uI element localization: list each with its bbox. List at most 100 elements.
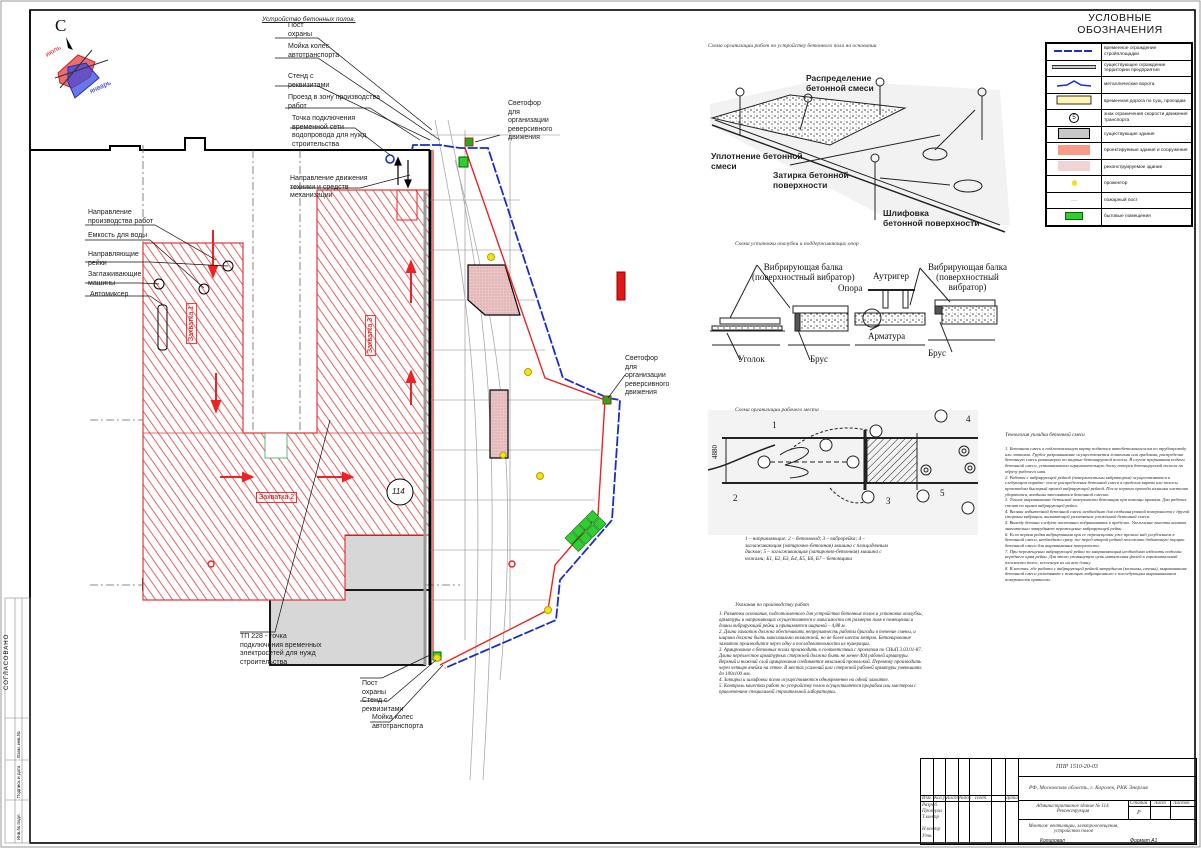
callout-work-zone-passage: Проезд в зону производства работ: [288, 94, 381, 110]
legend-item: существующие здания: [1045, 125, 1193, 143]
callout-guard-post: Пост охраны: [288, 22, 312, 38]
designed-building-icon: [1058, 144, 1090, 155]
instructions-text: 1. Разметка основания, подготовленного д…: [719, 612, 923, 695]
fire-post: [616, 271, 626, 301]
fig3-num-4: 4: [966, 414, 971, 424]
legend-item: пожарный пост: [1045, 191, 1193, 209]
callout-traffic-light-bottom: Светофор для организации реверсивного дв…: [625, 355, 670, 396]
callout-guard-post-bottom: Пост охраны: [362, 680, 386, 696]
sheet-header: Лист: [1154, 801, 1166, 806]
drawing-title: Устройство бетонных полов.: [262, 16, 356, 23]
project-code: ППР 1510-20-03: [1056, 764, 1098, 770]
stage-header: Стадия: [1130, 801, 1147, 806]
fig3-dimension: 4880: [711, 445, 719, 459]
callout-transformer: ТП 228 - точка подключения временных эле…: [240, 633, 322, 666]
figure-2-caption: Схема установки опалубки и поддерживающи…: [735, 241, 859, 247]
designed-building: [489, 389, 509, 459]
fig2-label-beam-1: Брус: [810, 354, 829, 364]
site-cabins: [432, 156, 607, 661]
fig2-label-beam-2: Брус: [928, 348, 947, 358]
zone-label-3: Захватка 3: [365, 314, 377, 357]
site-plan: [30, 37, 626, 781]
fig3-num-5: 5: [940, 488, 945, 498]
fig2-label-support: Опора: [838, 283, 863, 293]
callout-traffic-light-top: Светофор для организации реверсивного дв…: [508, 100, 553, 141]
fig2-label-rebar: Арматура: [868, 331, 906, 341]
callout-guide-rails: Направляющие рейки: [88, 251, 139, 267]
col-date: Дата: [1006, 796, 1018, 801]
existing-fence-icon: [1051, 65, 1097, 69]
water-connection-point: [385, 154, 395, 164]
fig3-legend: 1 – направляющие; 2 – бетоновод; 3 – виб…: [745, 536, 888, 562]
temporary-fence: [411, 144, 621, 669]
callout-trowel-machines: Заглаживающие машины: [88, 271, 142, 287]
fig3-num-2: 2: [733, 493, 738, 503]
reconstructed-building-icon: [1058, 161, 1090, 171]
project-location: РФ, Московская область, г. Королев, РКК …: [1029, 785, 1148, 791]
fig3-num-3: 3: [886, 496, 891, 506]
callout-water-connection: Точка подключения временной сети водопро…: [292, 115, 367, 148]
callout-info-stand: Стенд с реквизитами: [288, 73, 330, 89]
project-object: Административное здание № 114. Реконстру…: [1036, 804, 1110, 814]
legend-item: реконструируемое здание: [1045, 158, 1193, 176]
copied-by: Копировал: [1040, 838, 1065, 844]
side-stamp: [4, 597, 31, 844]
role-tech-control: Т.контр: [922, 815, 939, 820]
stage-value: Р: [1137, 810, 1141, 816]
instructions-title: Указания по производству работ: [735, 602, 809, 608]
stamp-field-inventory: Инв.№ подл.: [16, 813, 21, 840]
callout-traffic-direction: Направление движения техники и средств м…: [290, 175, 368, 199]
fig1-label-troweling: Затирка бетонной поверхности: [773, 170, 849, 190]
sheets-header: Листов: [1173, 801, 1190, 806]
concrete-works-illustration: [710, 77, 1010, 233]
col-signature: Подп.: [975, 796, 988, 801]
floodlights: [433, 253, 552, 662]
zone-label-1: Захватка 1: [186, 302, 198, 345]
designed-building: [467, 264, 521, 316]
fig2-label-vibrating-beam-2: Вибрирующая балка (поверхностный вибрато…: [928, 262, 1008, 292]
leader-lines: [85, 37, 626, 723]
metal-gate-icon: [1056, 79, 1092, 87]
technology-text: 1. Бетонная смесь в подготовленную карту…: [1005, 446, 1190, 583]
speed-limit-sign-icon: 5: [1069, 112, 1079, 123]
role-developer: Разраб.: [922, 803, 939, 808]
site-cabin-icon: [1065, 211, 1083, 220]
sheet-format: Формат А1: [1130, 838, 1158, 844]
callout-wheel-wash-bottom: Мойка колес автотранспорта: [372, 714, 424, 730]
role-norm-control: Н.контр: [922, 827, 941, 832]
title-block: Изм. Кол.уч Лист №док Подп. Дата Разраб.…: [920, 758, 1197, 845]
compass-north-label: С: [55, 16, 67, 35]
legend-item: бытовые помещения: [1045, 208, 1193, 226]
temporary-road-icon: [1056, 95, 1092, 105]
wind-rose-compass: [54, 37, 109, 99]
building-number: 114: [392, 487, 405, 496]
technology-title: Технология укладки бетонной смеси: [1005, 432, 1085, 438]
fig1-label-distribution: Распределение бетонной смеси: [806, 73, 874, 93]
callout-concrete-mixer: Автомиксер: [90, 291, 129, 298]
formwork-diagram: [710, 264, 998, 361]
col-sheet: Лист: [946, 796, 958, 801]
legend: УСЛОВНЫЕ ОБОЗНАЧЕНИЯ временное ограждени…: [1045, 12, 1195, 227]
callout-work-direction: Направление производства работ: [88, 209, 154, 225]
role-checker: Проверил: [922, 809, 943, 814]
fig2-label-angle: Уголок: [738, 354, 765, 364]
callout-water-tank: Емкость для воды: [88, 232, 148, 239]
col-count: Кол.уч: [934, 796, 948, 801]
legend-item: временное ограждение стройплощадки: [1045, 42, 1193, 61]
stamp-field-replaced: Взам. инв.№: [16, 731, 21, 758]
legend-title: УСЛОВНЫЕ ОБОЗНАЧЕНИЯ: [1077, 12, 1163, 36]
fire-post-icon: [1071, 199, 1077, 201]
callout-info-stand-bottom: Стенд с реквизитами: [362, 697, 404, 713]
legend-item: прожектор: [1045, 175, 1193, 193]
fig2-label-vibrating-beam-1: Вибрирующая балка (поверхностный вибрато…: [752, 262, 855, 282]
fig3-num-1: 1: [772, 420, 777, 430]
direction-arrows: [207, 230, 417, 483]
workplace-layout-diagram: [707, 409, 978, 535]
floodlight-icon: [1071, 179, 1077, 186]
fig2-label-outrigger: Аутригер: [873, 271, 909, 281]
legend-item: существующее ограждение территории предп…: [1045, 59, 1193, 77]
existing-building-icon: [1058, 127, 1090, 139]
legend-item: металлические ворота: [1045, 76, 1193, 94]
fig1-label-compaction: Уплотнение бетонной смеси: [711, 151, 803, 171]
